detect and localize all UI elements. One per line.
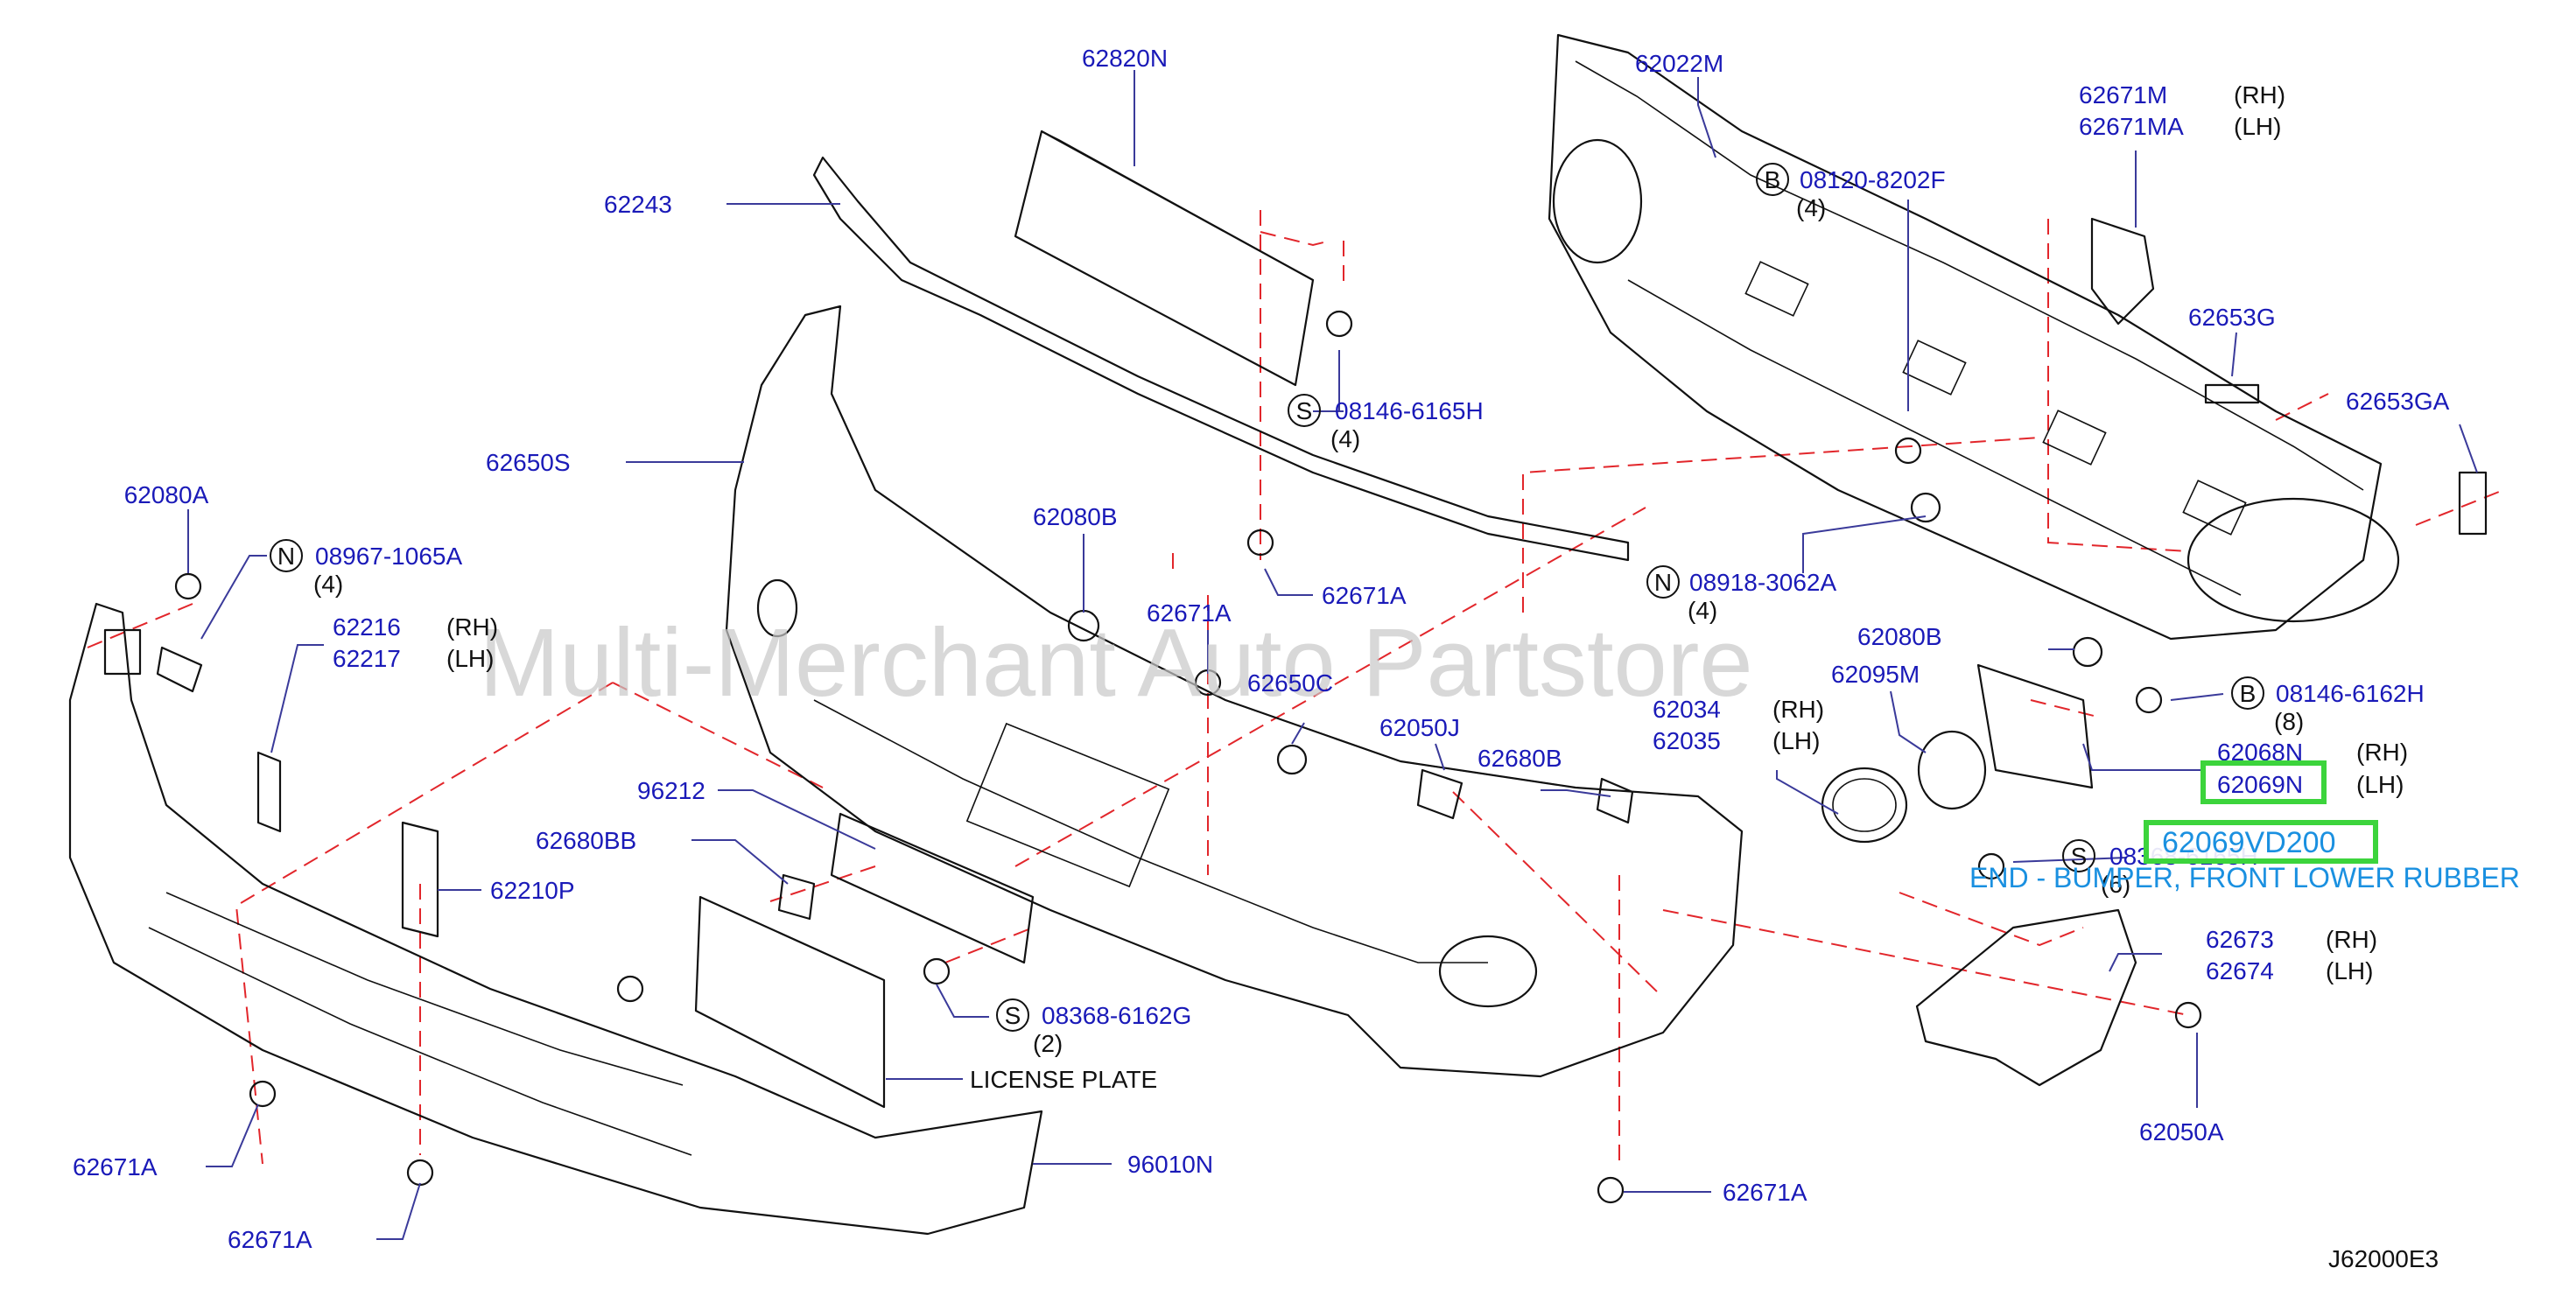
prefix-s: S	[1005, 1002, 1021, 1029]
highlight-part-number[interactable]: 62069VD200	[2162, 826, 2336, 859]
prefix-s-circle	[2062, 839, 2095, 872]
license-plate-drawing	[694, 895, 886, 1109]
small-brackets-drawing	[103, 217, 2488, 938]
highlight-part-description: END - BUMPER, FRONT LOWER RUBBER	[1969, 862, 2520, 893]
bumper-fascia-62650S-drawing	[725, 305, 1744, 1078]
prefix-b: B	[1765, 166, 1781, 193]
prefix-b-circle	[2231, 676, 2264, 710]
lh-62069N: (LH)	[2356, 771, 2404, 798]
part-label-62671A-left[interactable]: 62671A	[73, 1153, 158, 1180]
part-label-62671MA[interactable]: 62671MA	[2079, 113, 2184, 140]
prefix-n-circle	[1646, 565, 1680, 599]
part-label-08120-8202F[interactable]: 08120-8202F	[1800, 166, 1946, 193]
dashed-guides	[87, 210, 2504, 1165]
part-label-62653G[interactable]: 62653G	[2188, 304, 2276, 331]
part-label-62650C[interactable]: 62650C	[1247, 669, 1333, 697]
part-label-96212[interactable]: 96212	[637, 777, 705, 804]
part-labels: 62820N 62243 62650S 62080A N 08967-1065A…	[73, 45, 2450, 1272]
prefix-s: S	[1296, 397, 1313, 424]
part-label-62671M[interactable]: 62671M	[2079, 81, 2167, 109]
part-label-08368-6162G[interactable]: 08368-6162G	[1042, 1002, 1191, 1029]
part-label-62680B[interactable]: 62680B	[1478, 745, 1562, 772]
qty-08146-6162H: (8)	[2274, 708, 2304, 735]
highlight-callout: 62069VD200 END - BUMPER, FRONT LOWER RUB…	[1969, 820, 2520, 893]
watermark: Multi-Merchant Auto Partstore	[479, 609, 1752, 717]
part-label-62243[interactable]: 62243	[604, 191, 672, 218]
part-label-62671A-right[interactable]: 62671A	[1723, 1179, 1807, 1206]
strip-62243-drawing	[812, 156, 1630, 562]
valance-96010N-drawing	[68, 602, 1043, 1236]
part-label-62050A[interactable]: 62050A	[2139, 1118, 2224, 1145]
rh-62034: (RH)	[1772, 696, 1824, 723]
lh-62217: (LH)	[446, 645, 494, 672]
part-label-08967-1065A[interactable]: 08967-1065A	[315, 543, 462, 570]
part-label-62080A[interactable]: 62080A	[124, 481, 209, 508]
part-label-62671A-bottom[interactable]: 62671A	[228, 1226, 312, 1253]
qty-08120: (4)	[1796, 194, 1826, 221]
reinforcement-62022M-drawing	[1548, 33, 2400, 641]
prefix-s-circle	[996, 998, 1029, 1032]
qty-08368-6165H: (6)	[2101, 871, 2130, 898]
part-label-62674[interactable]: 62674	[2206, 957, 2274, 984]
part-label-62035[interactable]: 62035	[1653, 727, 1721, 754]
part-label-62069N[interactable]: 62069N	[2217, 771, 2303, 798]
part-label-62216[interactable]: 62216	[333, 613, 401, 641]
part-label-62673[interactable]: 62673	[2206, 926, 2274, 953]
prefix-n-circle	[270, 539, 303, 572]
part-label-62210P[interactable]: 62210P	[490, 877, 575, 904]
rh-62216: (RH)	[446, 613, 498, 641]
bracket-96212-drawing	[830, 812, 1035, 964]
part-label-62650S[interactable]: 62650S	[486, 449, 571, 476]
part-label-62050J[interactable]: 62050J	[1379, 714, 1460, 741]
lh-62035: (LH)	[1772, 727, 1820, 754]
prefix-n: N	[1654, 569, 1672, 596]
qty-08918: (4)	[1688, 597, 1717, 624]
rh-62671M: (RH)	[2234, 81, 2285, 109]
rh-62068N: (RH)	[2356, 739, 2408, 766]
part-label-62080B-mid[interactable]: 62080B	[1033, 503, 1118, 530]
panel-62820N-drawing	[1014, 130, 1315, 387]
part-label-08918-3062A[interactable]: 08918-3062A	[1689, 569, 1836, 596]
part-label-62080B-right[interactable]: 62080B	[1857, 623, 1942, 650]
prefix-b-circle	[1756, 163, 1789, 196]
prefix-n: N	[277, 543, 295, 570]
lh-62671MA: (LH)	[2234, 113, 2281, 140]
highlight-box-62069N	[2200, 760, 2327, 804]
part-label-62671A-top[interactable]: 62671A	[1322, 582, 1407, 609]
qty-08368-6162G: (2)	[1033, 1030, 1063, 1057]
part-label-96010N[interactable]: 96010N	[1127, 1151, 1213, 1178]
part-label-62671A-mid[interactable]: 62671A	[1147, 599, 1232, 627]
diagram-code: J62000E3	[2328, 1245, 2439, 1272]
highlight-part-box	[2144, 820, 2378, 864]
part-label-62680BB[interactable]: 62680BB	[536, 827, 636, 854]
bracket-62673-drawing	[1915, 908, 2137, 1087]
fasteners-drawing	[174, 310, 2202, 1204]
qty-08146-6165H: (4)	[1330, 425, 1360, 452]
part-label-08146-6162H[interactable]: 08146-6162H	[2276, 680, 2425, 707]
lh-62674: (LH)	[2326, 957, 2373, 984]
part-label-62217[interactable]: 62217	[333, 645, 401, 672]
part-label-62095M[interactable]: 62095M	[1831, 661, 1920, 688]
part-label-08146-6165H[interactable]: 08146-6165H	[1335, 397, 1484, 424]
rh-62673: (RH)	[2326, 926, 2377, 953]
fog-bezel-drawing	[1821, 663, 2094, 844]
part-label-62034[interactable]: 62034	[1653, 696, 1721, 723]
prefix-s: S	[2071, 843, 2088, 870]
qty-08967: (4)	[313, 571, 343, 598]
leader-lines	[187, 70, 2478, 1240]
part-label-62820N[interactable]: 62820N	[1082, 45, 1168, 72]
prefix-b: B	[2240, 680, 2257, 707]
part-label-62022M[interactable]: 62022M	[1635, 50, 1723, 77]
prefix-s-circle	[1288, 394, 1321, 427]
license-plate-label: LICENSE PLATE	[970, 1066, 1157, 1093]
part-label-62653GA[interactable]: 62653GA	[2346, 388, 2450, 415]
